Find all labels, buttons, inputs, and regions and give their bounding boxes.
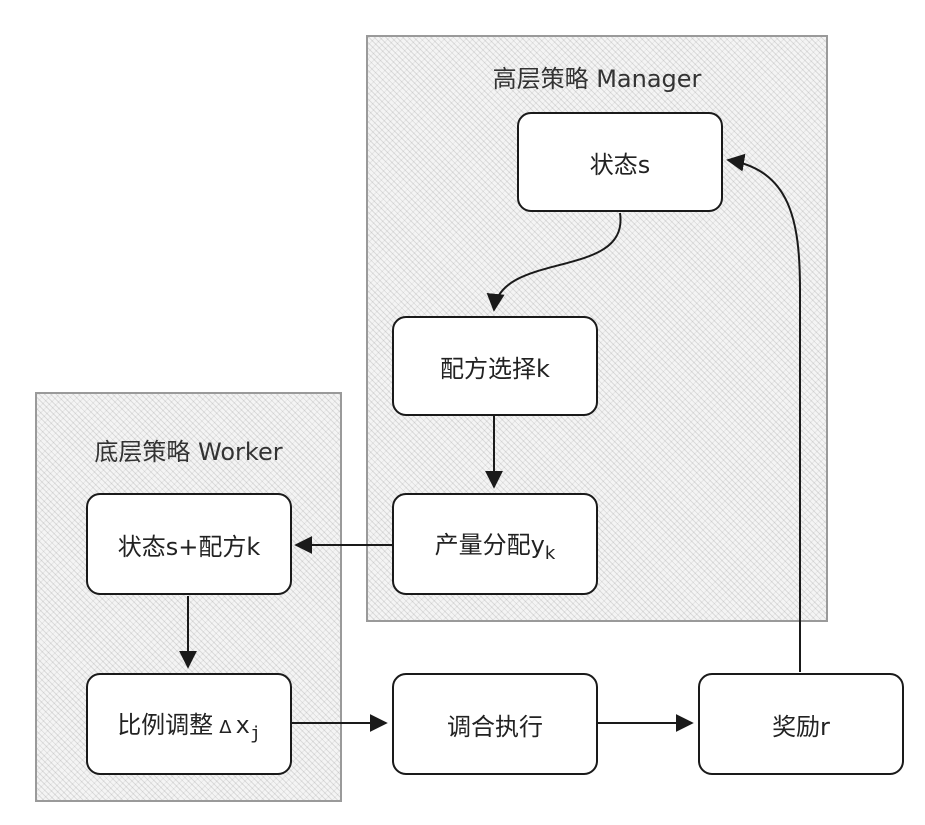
- state-recipe-label: 状态s+配方k: [118, 527, 261, 562]
- blend-exec-label: 调合执行: [447, 707, 543, 742]
- state-recipe-node: 状态s+配方k: [86, 493, 292, 595]
- recipe-select-node: 配方选择k: [392, 316, 598, 416]
- state-s-node: 状态s: [517, 112, 723, 212]
- state-s-label: 状态s: [590, 145, 651, 180]
- reward-label: 奖励r: [772, 707, 830, 742]
- blend-exec-node: 调合执行: [392, 673, 598, 775]
- ratio-adjust-text: 比例调整: [117, 711, 213, 739]
- reward-node: 奖励r: [698, 673, 904, 775]
- recipe-select-label: 配方选择k: [440, 349, 550, 384]
- ratio-adjust-label: 比例调整 Δxj: [117, 705, 261, 744]
- ratio-adjust-delta: Δ: [219, 717, 231, 738]
- edge-state-to-recipe: [494, 213, 621, 310]
- edge-reward-to-state: [728, 160, 800, 672]
- yield-alloc-text: 产量分配y: [435, 531, 545, 559]
- yield-alloc-label: 产量分配yk: [435, 525, 556, 564]
- ratio-adjust-node: 比例调整 Δxj: [86, 673, 292, 775]
- yield-alloc-node: 产量分配yk: [392, 493, 598, 595]
- yield-alloc-subscript: k: [545, 543, 555, 564]
- ratio-adjust-subscript: j: [250, 723, 261, 744]
- ratio-adjust-var: x: [236, 711, 250, 739]
